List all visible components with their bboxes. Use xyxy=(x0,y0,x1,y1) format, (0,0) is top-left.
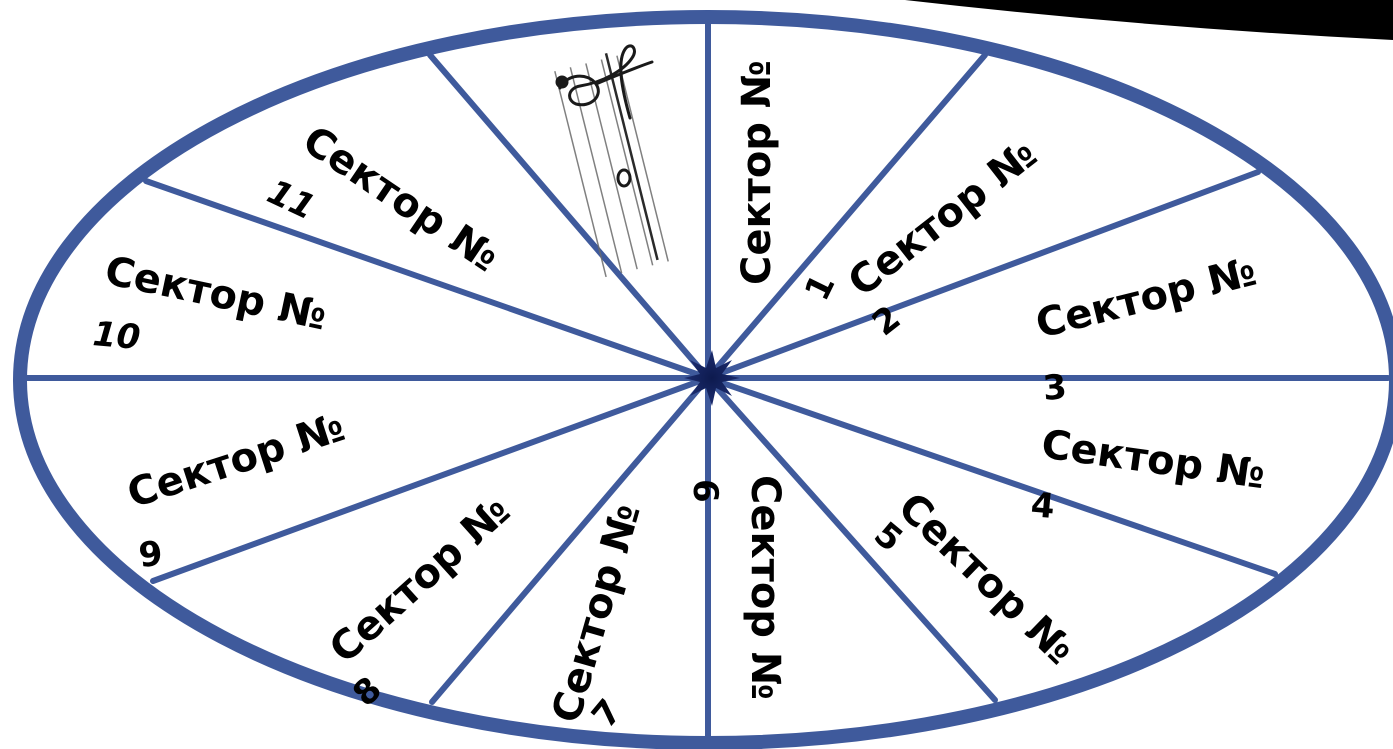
sector-10-number: 10 xyxy=(91,314,142,358)
sector-9-number: 9 xyxy=(137,534,165,576)
sector-3-number: 3 xyxy=(1041,367,1068,409)
sector-6-number: 6 xyxy=(685,479,725,503)
sector-6-label: Сектор № xyxy=(742,475,788,700)
sector-1-label: Сектор № xyxy=(734,60,780,285)
corner-shadow xyxy=(905,0,1393,40)
sector-4-number: 4 xyxy=(1029,485,1056,527)
